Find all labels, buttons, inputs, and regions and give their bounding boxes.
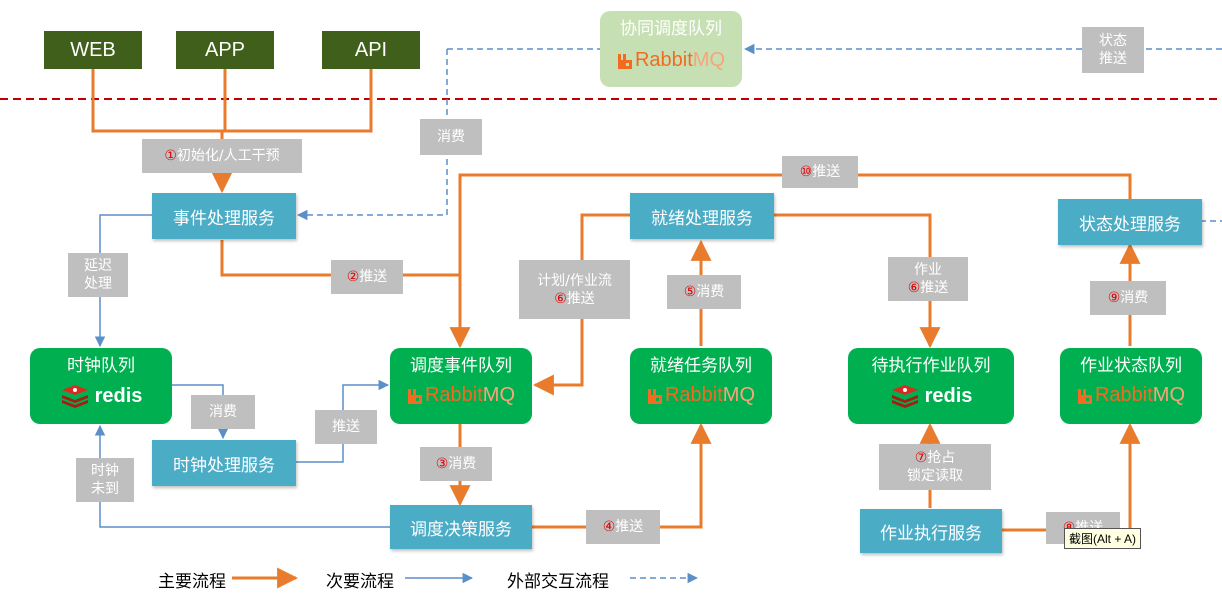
service-clock: 时钟处理服务 — [152, 440, 296, 486]
service-exec: 作业执行服务 — [860, 509, 1002, 553]
label-clock-due: 时钟未到 — [76, 458, 134, 502]
queue-jobstate-title: 作业状态队列 — [1080, 356, 1182, 376]
rabbitmq-icon — [1077, 388, 1092, 404]
redis-icon — [61, 385, 88, 408]
screenshot-tooltip: 截图(Alt + A) — [1064, 528, 1142, 549]
queue-pending: 待执行作业队列 redis — [848, 348, 1014, 424]
source-api: API — [322, 31, 420, 69]
queue-clock: 时钟队列 redis — [30, 348, 172, 424]
redis-logo: redis — [60, 384, 142, 408]
label-grab-7: ⑦抢占锁定读取 — [879, 444, 991, 490]
service-ready: 就绪处理服务 — [630, 193, 774, 239]
flow-job-push-6 — [772, 213, 941, 349]
label-delay: 延迟处理 — [68, 253, 128, 297]
external-flows — [296, 43, 1222, 222]
queue-jobstate: 作业状态队列 RabbitMQ — [1060, 348, 1202, 424]
rabbitmq-icon — [617, 53, 632, 69]
queue-event: 调度事件队列 RabbitMQ — [390, 348, 532, 424]
legend-main-label: 主要流程 — [158, 572, 226, 592]
label-consume-coop: 消费 — [420, 119, 482, 155]
redis-logo: redis — [890, 384, 972, 408]
rabbitmq-icon — [407, 388, 422, 404]
queue-coop-title: 协同调度队列 — [620, 19, 722, 39]
label-push-clock: 推送 — [315, 410, 377, 444]
rabbitmq-logo: RabbitMQ — [1077, 384, 1185, 407]
queue-clock-title: 时钟队列 — [67, 356, 135, 376]
rabbitmq-logo: RabbitMQ — [617, 49, 725, 72]
legend-external-label: 外部交互流程 — [507, 572, 609, 592]
queue-event-title: 调度事件队列 — [410, 356, 512, 376]
rabbitmq-icon — [647, 388, 662, 404]
redis-icon — [891, 385, 918, 408]
service-decision: 调度决策服务 — [390, 505, 532, 549]
rabbitmq-logo: RabbitMQ — [647, 384, 755, 407]
source-web: WEB — [44, 31, 142, 69]
queue-ready-title: 就绪任务队列 — [650, 356, 752, 376]
label-state-push: 状态推送 — [1082, 27, 1144, 73]
rabbitmq-logo: RabbitMQ — [407, 384, 515, 407]
source-app: APP — [176, 31, 274, 69]
service-state: 状态处理服务 — [1058, 199, 1202, 245]
queue-coop: 协同调度队列 RabbitMQ — [600, 11, 742, 87]
queue-ready: 就绪任务队列 RabbitMQ — [630, 348, 772, 424]
legend-secondary-label: 次要流程 — [326, 572, 394, 592]
queue-pending-title: 待执行作业队列 — [871, 356, 991, 376]
service-event: 事件处理服务 — [152, 193, 296, 239]
label-consume-clock: 消费 — [191, 395, 255, 429]
